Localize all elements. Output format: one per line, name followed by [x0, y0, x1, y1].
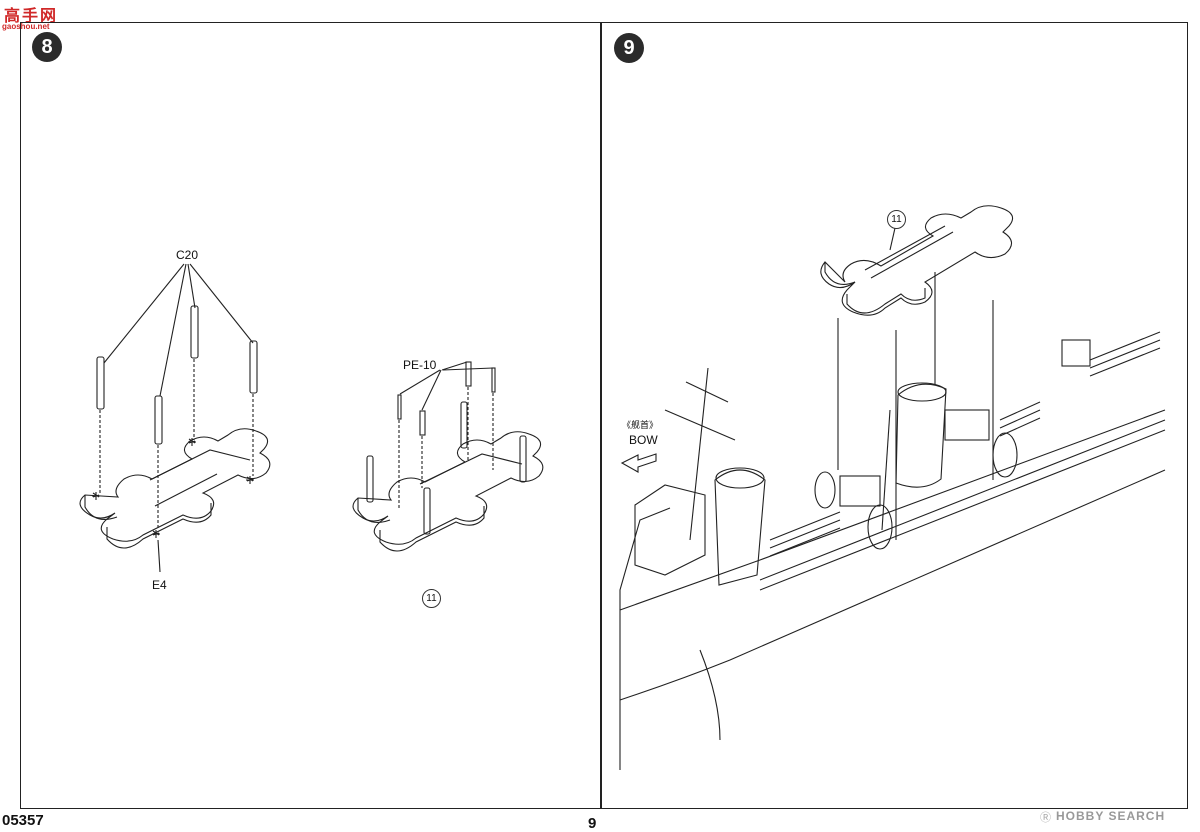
page-number: 9: [588, 815, 597, 832]
watermark-logo: 高手网: [4, 8, 59, 25]
step-8-number: 8: [32, 32, 62, 62]
subassembly-11-label: 11: [422, 589, 441, 608]
step-8-panel: [20, 22, 601, 809]
part-label-c20: C20: [176, 248, 199, 262]
bow-label-en: BOW: [629, 433, 658, 447]
part-label-e4: E4: [152, 578, 167, 592]
step-9-part-11-label: 11: [887, 210, 906, 229]
watermark-logo-sub: gaoshou.net: [2, 22, 50, 31]
watermark-hobbysearch: HOBBY SEARCH: [1056, 809, 1166, 823]
bow-label-cn: 《舰首》: [622, 420, 659, 430]
step-9-panel: [601, 22, 1188, 809]
product-code: 05357: [2, 812, 44, 829]
watermark-mark: Ⓡ: [1040, 812, 1051, 824]
part-label-pe10: PE-10: [403, 358, 437, 372]
step-9-number: 9: [614, 33, 644, 63]
